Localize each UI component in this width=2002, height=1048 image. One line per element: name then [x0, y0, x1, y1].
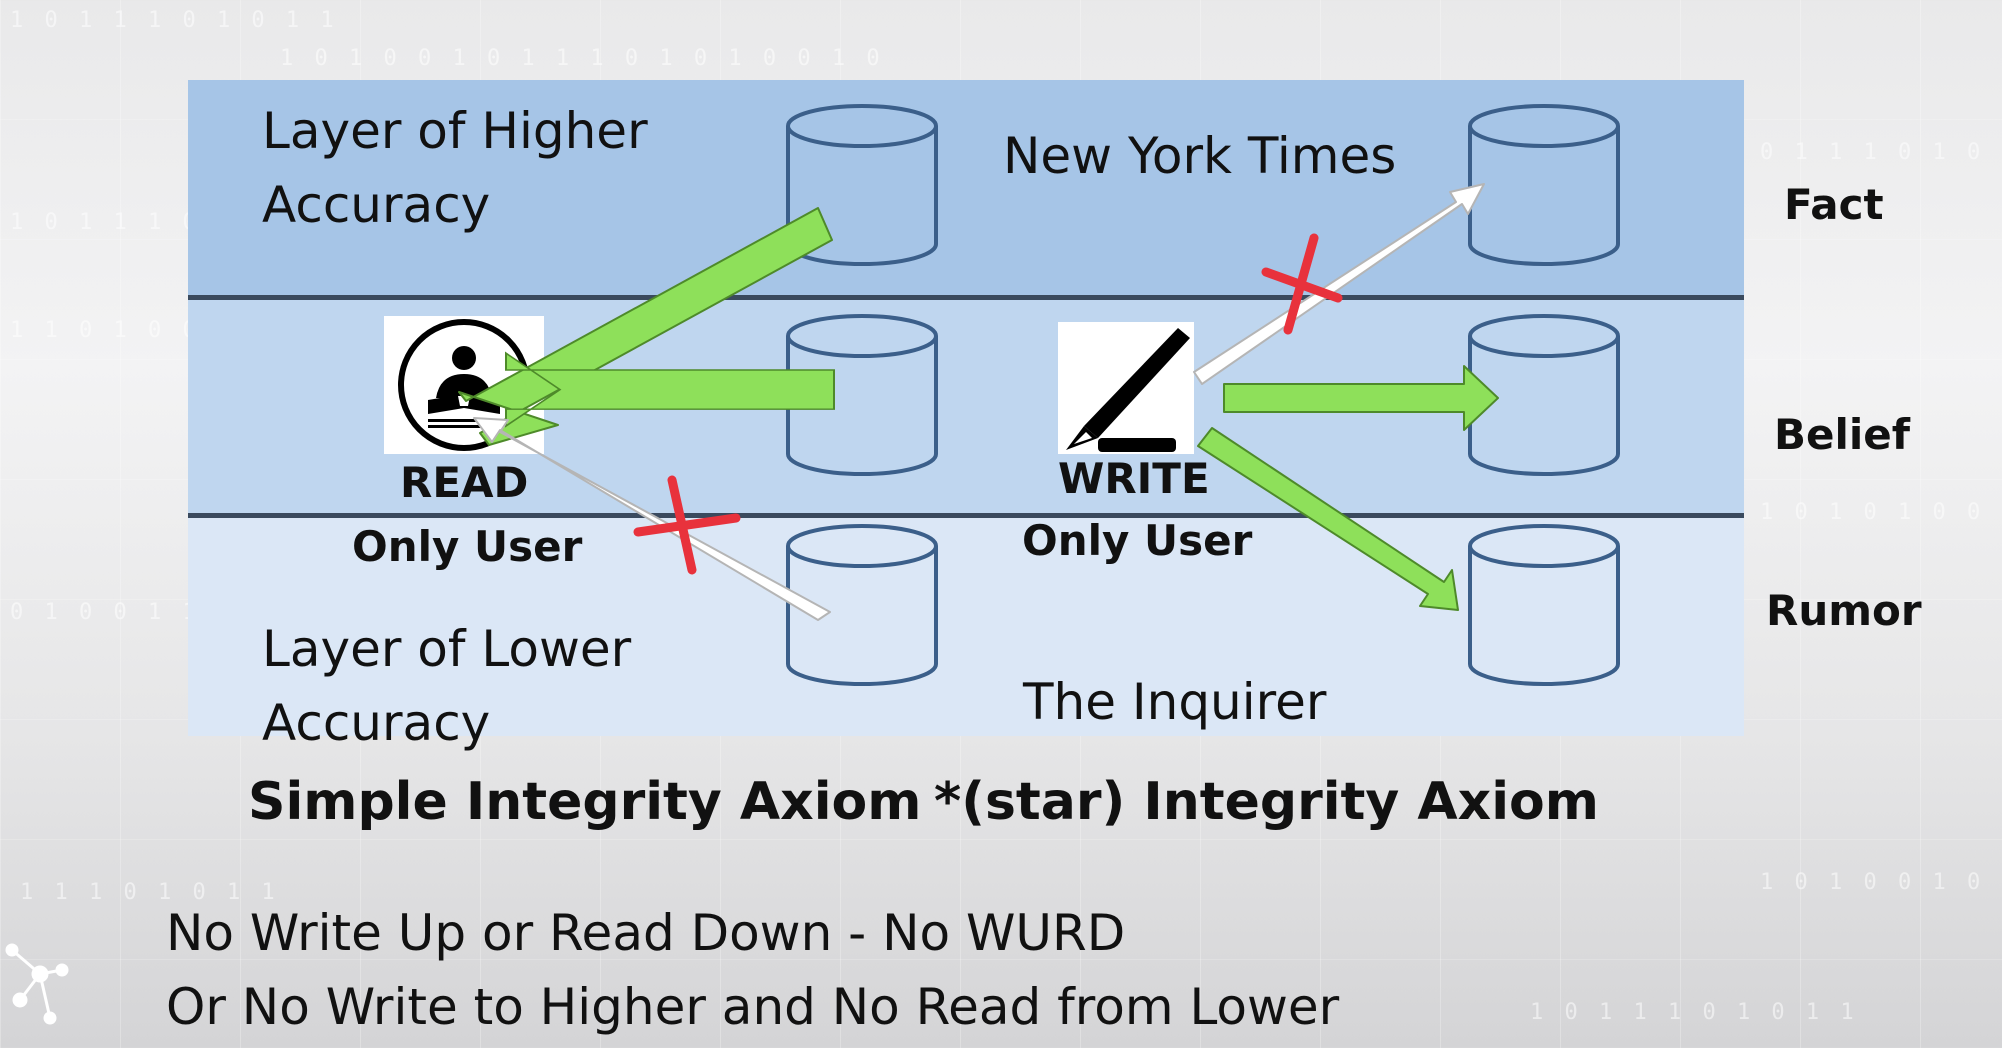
database-right-belief [1468, 314, 1620, 476]
arrow-read-same-level [505, 351, 835, 428]
arrow-read-from-lower-denied [473, 417, 831, 621]
background-binary-text: 1 0 1 1 1 0 1 0 1 1 [1530, 1000, 1858, 1025]
higher-layer-label-line2: Accuracy [262, 176, 491, 234]
arrow-write-to-higher-denied [1193, 183, 1485, 385]
write-user-subtitle: Only User [1022, 516, 1253, 565]
read-user-title: READ [400, 458, 529, 507]
diagram-graphics [458, 104, 1620, 686]
lower-layer-label-line2: Accuracy [262, 694, 491, 752]
arrow-write-same-level [1223, 365, 1499, 431]
band-rumor [188, 516, 1744, 736]
star-integrity-axiom-title: *(star) Integrity Axiom [934, 772, 1599, 832]
layer-divider [188, 513, 1744, 518]
read-user-subtitle: Only User [352, 522, 583, 571]
lower-layer-label: Layer of Lower Accuracy [262, 612, 631, 760]
database-left-belief [786, 314, 938, 476]
background-binary-text: 1 0 1 0 1 0 0 0 1 [1760, 500, 2002, 525]
database-left-rumor [786, 524, 938, 686]
arrow-read-from-higher [458, 207, 833, 446]
background-binary-text: 1 0 1 0 0 1 0 1 1 1 0 1 0 1 0 0 1 0 [280, 46, 884, 71]
summary-line-1: No Write Up or Read Down - No WURD [166, 904, 1126, 962]
background-binary-text: 0 1 1 1 0 1 0 1 1 [1760, 140, 2002, 165]
integrity-diagram: Layer of Higher Accuracy Layer of Lower … [188, 80, 1744, 752]
higher-layer-label: Layer of Higher Accuracy [262, 94, 648, 242]
simple-integrity-axiom-title: Simple Integrity Axiom [248, 772, 922, 832]
database-right-rumor [1468, 524, 1620, 686]
layer-divider [188, 295, 1744, 300]
write-user-title: WRITE [1058, 454, 1210, 503]
pen-icon [1058, 322, 1194, 454]
source-bottom-label: The Inquirer [1023, 673, 1327, 731]
background-binary-text: 1 0 1 0 0 1 0 0 1 [1760, 870, 2002, 895]
arrow-write-to-lower [1197, 427, 1459, 611]
level-label-fact: Fact [1784, 180, 1884, 229]
level-label-rumor: Rumor [1766, 586, 1922, 635]
lower-layer-label-line1: Layer of Lower [262, 620, 632, 678]
network-logo-icon [5, 943, 69, 1025]
background-binary-text: 1 1 1 0 1 0 1 1 [20, 880, 279, 905]
denied-cross-read [633, 475, 741, 575]
denied-cross-write [1261, 233, 1343, 335]
source-top-label: New York Times [1003, 127, 1397, 185]
higher-layer-label-line1: Layer of Higher [262, 102, 648, 160]
summary-line-2: Or No Write to Higher and No Read from L… [166, 978, 1340, 1036]
level-label-belief: Belief [1774, 410, 1911, 459]
band-fact [188, 80, 1744, 298]
background-binary-text: 1 0 1 1 1 0 1 0 1 1 [10, 8, 338, 33]
database-right-fact [1468, 104, 1620, 266]
